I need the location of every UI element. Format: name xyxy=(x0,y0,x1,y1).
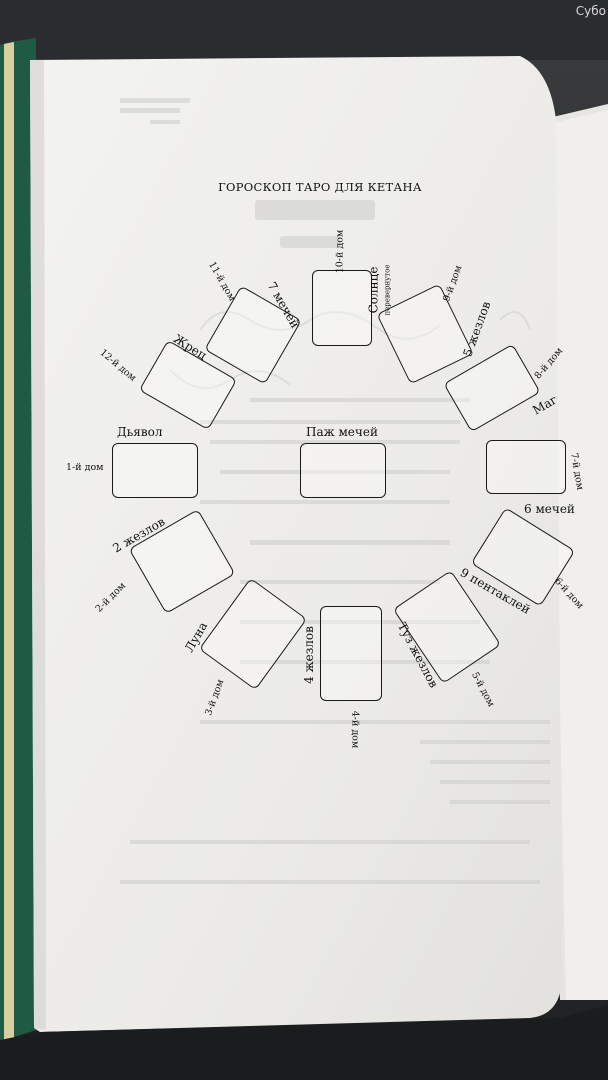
status-clock: Cyбo xyxy=(575,4,606,18)
house-7-card-label: 6 мечей xyxy=(524,502,575,516)
card-frame-center xyxy=(300,443,386,498)
card-frame-house-4 xyxy=(320,606,382,701)
house-4-label: 4-й дом xyxy=(349,710,361,749)
house-4-card-label: 4 жезлов xyxy=(301,626,316,684)
house-1-label: 1-й дом xyxy=(66,462,104,473)
card-frame-house-1 xyxy=(112,443,198,498)
house-10-card-note: перевернутое xyxy=(383,264,392,316)
house-1-card-label: Дьявол xyxy=(117,425,163,439)
card-frame-house-7 xyxy=(486,440,566,494)
center-card-label: Паж мечей xyxy=(306,425,378,439)
house-10-card-label: Солнце xyxy=(366,266,381,314)
card-frame-house-10 xyxy=(312,270,372,346)
page-title: ГОРОСКОП ТАРО ДЛЯ КЕТАНА xyxy=(218,180,422,194)
house-10-label: 10-й дом xyxy=(334,229,346,274)
